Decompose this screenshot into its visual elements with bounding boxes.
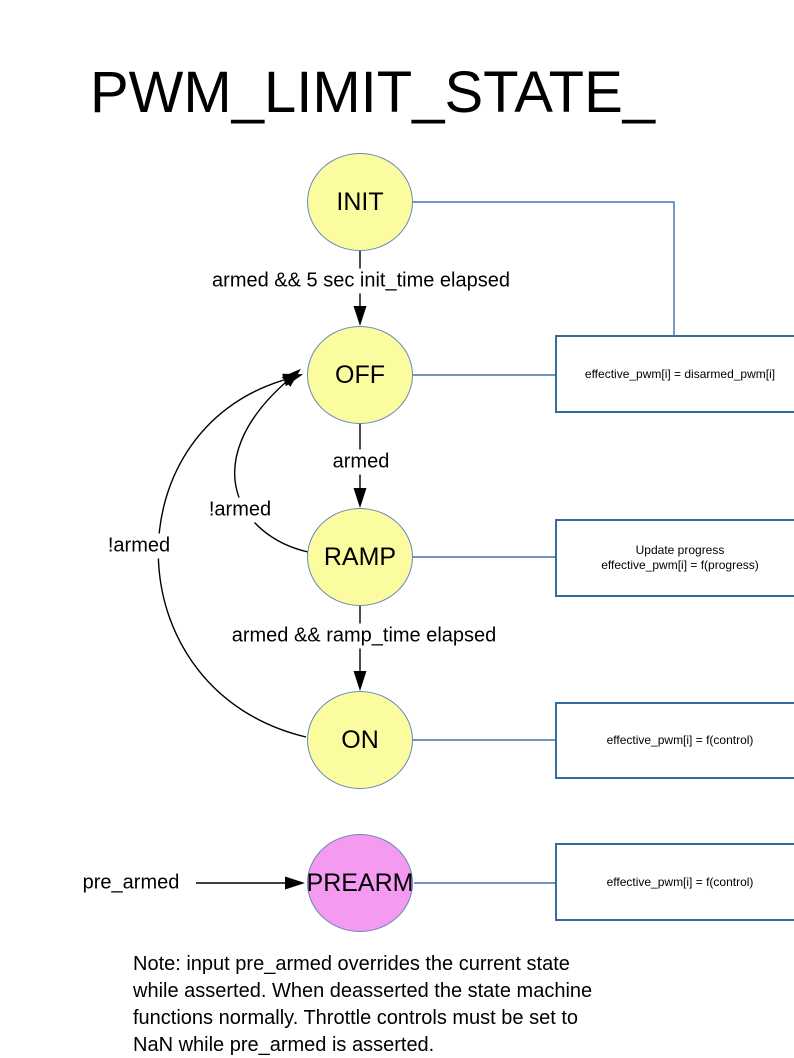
action-off-text: effective_pwm[i] = disarmed_pwm[i] <box>584 366 776 381</box>
state-init-label: INIT <box>336 187 384 216</box>
state-ramp: RAMP <box>307 508 413 606</box>
transition-label-on-to-off: !armed <box>103 533 175 559</box>
connector-init-to-off-action <box>413 201 675 335</box>
action-box-prearm: effective_pwm[i] = f(control) <box>555 843 794 921</box>
state-off: OFF <box>307 326 413 424</box>
note-line: NaN while pre_armed is asserted. <box>133 1034 435 1056</box>
note-line: while asserted. When deasserted the stat… <box>133 980 593 1002</box>
state-ramp-label: RAMP <box>323 542 397 571</box>
transition-on-to-off-curve <box>157 373 307 738</box>
state-prearm: PREARM <box>307 834 413 932</box>
transition-label-ramp-to-off: !armed <box>204 497 276 523</box>
action-on-text: effective_pwm[i] = f(control) <box>606 733 754 747</box>
state-init: INIT <box>307 153 413 251</box>
transition-label-ramp-to-on: armed && ramp_time elapsed <box>227 623 501 649</box>
action-prearm-text: effective_pwm[i] = f(control) <box>606 874 754 889</box>
prearm-input-label: pre_armed <box>78 870 184 896</box>
diagram-title: PWM_LIMIT_STATE_ <box>90 60 656 125</box>
action-box-on: effective_pwm[i] = f(control) <box>555 702 794 779</box>
transition-label-init-to-off: armed && 5 sec init_time elapsed <box>208 268 514 294</box>
note-line: functions normally. Throttle controls mu… <box>133 1007 579 1029</box>
transition-ramp-to-off-curve <box>234 368 309 553</box>
action-ramp-text-line1: Update progress <box>635 543 725 557</box>
state-off-label: OFF <box>335 360 385 389</box>
state-on: ON <box>307 691 413 789</box>
action-box-ramp: Update progress effective_pwm[i] = f(pro… <box>555 519 794 597</box>
transition-label-off-to-ramp: armed <box>328 449 394 475</box>
note: Note: input pre_armed overrides the curr… <box>133 951 592 1058</box>
state-on-label: ON <box>341 725 379 754</box>
state-prearm-label: PREARM <box>306 868 414 897</box>
action-ramp-text-line2: effective_pwm[i] = f(progress) <box>601 558 759 572</box>
note-line: Note: input pre_armed overrides the curr… <box>133 953 570 975</box>
action-box-off: effective_pwm[i] = disarmed_pwm[i] <box>555 335 794 413</box>
